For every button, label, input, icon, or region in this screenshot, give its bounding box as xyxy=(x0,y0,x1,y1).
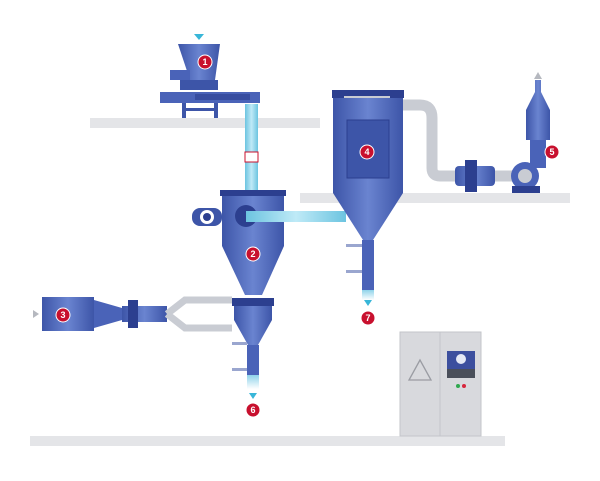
transfer-pipe xyxy=(246,211,346,222)
high-voltage-icon xyxy=(407,358,433,381)
marker-3[interactable]: 3 xyxy=(55,307,71,323)
marker-circle xyxy=(245,246,261,262)
marker-label: 3 xyxy=(60,310,65,320)
exhaust-duct xyxy=(402,99,520,182)
marker-circle xyxy=(245,402,261,418)
marker-label: 5 xyxy=(549,147,554,157)
fan xyxy=(455,160,540,193)
marker-label: 7 xyxy=(365,313,370,323)
marker-circle xyxy=(359,144,375,160)
cyclone-separator xyxy=(232,298,274,399)
marker-2[interactable]: 2 xyxy=(245,246,261,262)
feed-pipe xyxy=(245,104,258,196)
upper-platform xyxy=(90,118,320,128)
middle-platform xyxy=(300,193,570,203)
exhaust-stack xyxy=(526,72,550,168)
marker-7[interactable]: 7 xyxy=(360,310,376,326)
start-button[interactable] xyxy=(456,384,460,388)
marker-label: 6 xyxy=(250,405,255,415)
spray-dryer-vessel xyxy=(192,190,286,295)
marker-5[interactable]: 5 xyxy=(544,144,560,160)
floor xyxy=(30,436,505,446)
control-cabinet xyxy=(399,331,482,437)
fines-outlet-arrow-icon xyxy=(249,393,257,399)
stop-button[interactable] xyxy=(462,384,466,388)
product-outlet-arrow-icon xyxy=(364,300,372,306)
marker-label: 1 xyxy=(202,57,207,67)
marker-circle xyxy=(197,54,213,70)
exhaust-arrow-icon xyxy=(534,72,542,79)
marker-circle xyxy=(544,144,560,160)
feed-arrow-icon xyxy=(194,34,204,40)
marker-4[interactable]: 4 xyxy=(359,144,375,160)
marker-label: 2 xyxy=(250,249,255,259)
marker-circle xyxy=(55,307,71,323)
bag-filter xyxy=(332,90,404,306)
marker-circle xyxy=(360,310,376,326)
marker-1[interactable]: 1 xyxy=(197,54,213,70)
marker-6[interactable]: 6 xyxy=(245,402,261,418)
keypad[interactable] xyxy=(447,369,475,378)
marker-label: 4 xyxy=(364,147,369,157)
